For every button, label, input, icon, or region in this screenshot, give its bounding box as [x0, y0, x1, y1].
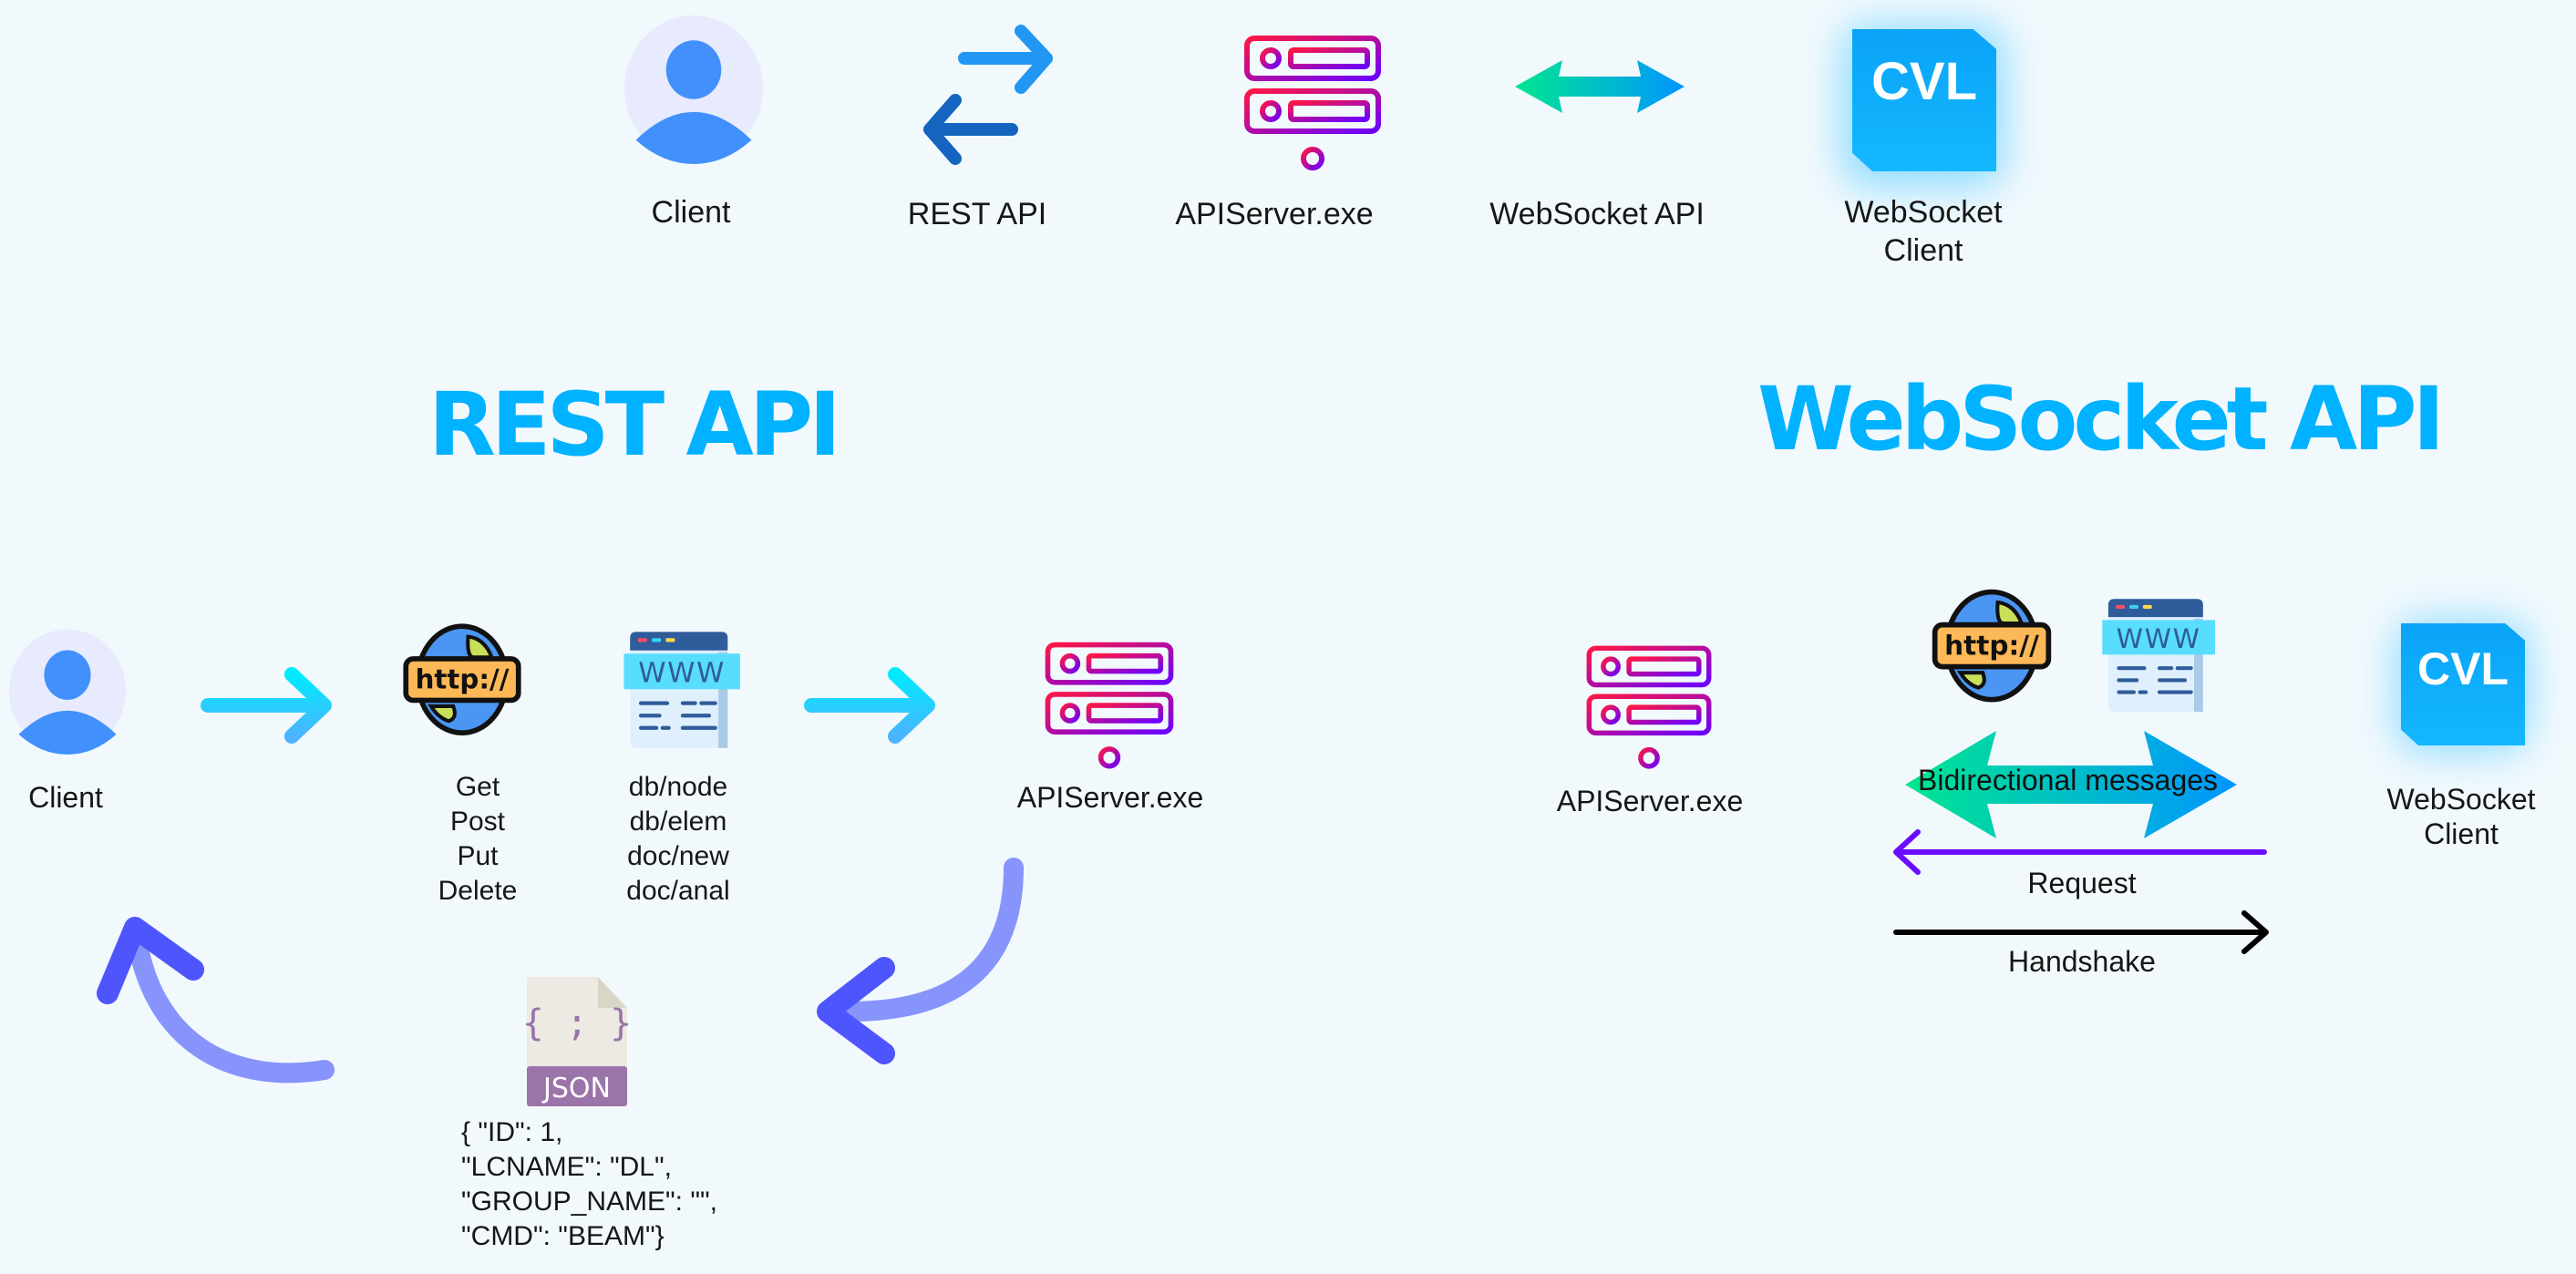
www-page-icon — [2091, 596, 2228, 716]
websocket-api-heading: WebSocket API — [1757, 368, 2445, 470]
curved-arrow-return-icon — [97, 917, 335, 1084]
endpoint-item: db/elem — [629, 807, 727, 837]
json-badge: JSON — [541, 1073, 611, 1104]
www-page-icon — [614, 629, 751, 753]
server-icon — [1041, 638, 1178, 775]
curved-arrow-response-icon — [817, 858, 1024, 1064]
swap-arrows-icon — [923, 25, 1053, 165]
double-arrow-icon — [1515, 60, 1685, 113]
server-icon — [1582, 642, 1716, 775]
arrow-right-icon — [201, 667, 332, 744]
bidirectional-arrow-icon — [1905, 731, 2237, 838]
legend-rest-label: REST API — [907, 197, 1047, 231]
json-glyph: { ; } — [522, 1002, 632, 1044]
arrow-right-icon — [804, 667, 935, 744]
endpoint-item: doc/anal — [626, 876, 730, 906]
json-file-icon: { ; } JSON — [522, 977, 632, 1106]
method-item: Put — [457, 841, 499, 871]
json-line: "CMD": "BEAM"} — [461, 1221, 665, 1251]
http-globe-icon — [394, 629, 531, 747]
cvl-logo-icon: CVL — [1852, 29, 1996, 171]
http-globe-icon — [1923, 594, 2060, 714]
json-line: "GROUP_NAME": "", — [461, 1187, 717, 1217]
rest-server-label: APIServer.exe — [1016, 781, 1204, 814]
rest-api-heading: REST API — [428, 374, 841, 476]
request-arrow-icon — [1893, 829, 2267, 875]
endpoints-list: db/node db/elem doc/new doc/anal — [626, 770, 729, 909]
legend-server-label: APIServer.exe — [1175, 197, 1374, 231]
ws-server-label: APIServer.exe — [1556, 785, 1744, 817]
legend-ws-client-label: WebSocket Client — [1844, 195, 2003, 268]
method-item: Delete — [438, 876, 518, 906]
request-label: Request — [2027, 867, 2137, 899]
ws-client-label: WebSocket Client — [2386, 783, 2536, 850]
json-line: "LCNAME": "DL", — [461, 1152, 672, 1182]
rest-client-label: Client — [28, 781, 103, 814]
bidirectional-label: Bidirectional messages — [1918, 764, 2219, 796]
json-line: { "ID": 1, — [461, 1117, 563, 1147]
cvl-logo-icon: CVL — [2401, 623, 2525, 745]
endpoint-item: doc/new — [627, 841, 729, 871]
endpoint-item: db/node — [628, 772, 728, 802]
server-icon — [1240, 31, 1386, 177]
handshake-label: Handshake — [2008, 945, 2156, 978]
http-methods-list: Get Post Put Delete — [438, 770, 518, 909]
handshake-arrow-icon — [1893, 910, 2269, 954]
json-payload: { "ID": 1, "LCNAME": "DL", "GROUP_NAME":… — [461, 1115, 717, 1254]
legend-websocket-label: WebSocket API — [1489, 197, 1705, 231]
client-avatar-icon — [4, 627, 131, 755]
legend-client-label: Client — [651, 195, 731, 230]
user-avatar-icon — [618, 13, 769, 164]
method-item: Get — [455, 772, 500, 802]
method-item: Post — [449, 807, 506, 837]
